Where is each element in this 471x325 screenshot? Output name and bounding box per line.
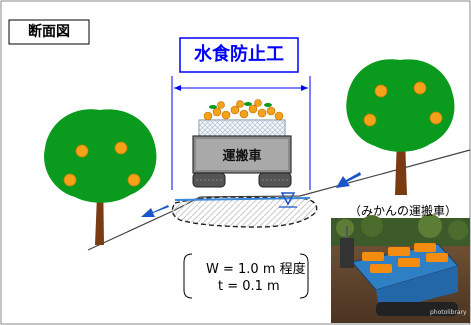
ground-line [87,149,471,251]
spec-width: W = 1.0 m 程度 [206,262,306,277]
vehicle-cargo-leaves [209,102,272,109]
flow-arrow-left-icon [141,205,169,217]
section-label: 断面図 [28,24,70,40]
vehicle-photo [331,214,470,323]
surface-water-line [174,197,311,201]
flow-arrow-right-icon [336,172,361,188]
vehicle-cargo-oranges [203,99,284,121]
vehicle-label: 運搬車 [222,149,262,164]
left-tree [44,109,157,245]
left-tree-oranges [63,141,141,187]
right-tree-oranges [363,81,443,127]
water-level-marker [279,192,297,208]
photo-credit: photolibrary [430,309,467,316]
diagram-title: 水食防止工 [194,44,284,65]
spec-brackets [183,253,309,299]
erosion-control-layer [171,196,318,228]
right-tree [346,59,455,195]
transport-vehicle [192,99,292,188]
title-box [179,37,299,73]
spec-thickness: t = 0.1 m [218,279,280,294]
width-dimension [171,76,311,190]
photo-caption: （みかんの運搬車） [348,204,457,218]
section-label-box [8,19,90,45]
